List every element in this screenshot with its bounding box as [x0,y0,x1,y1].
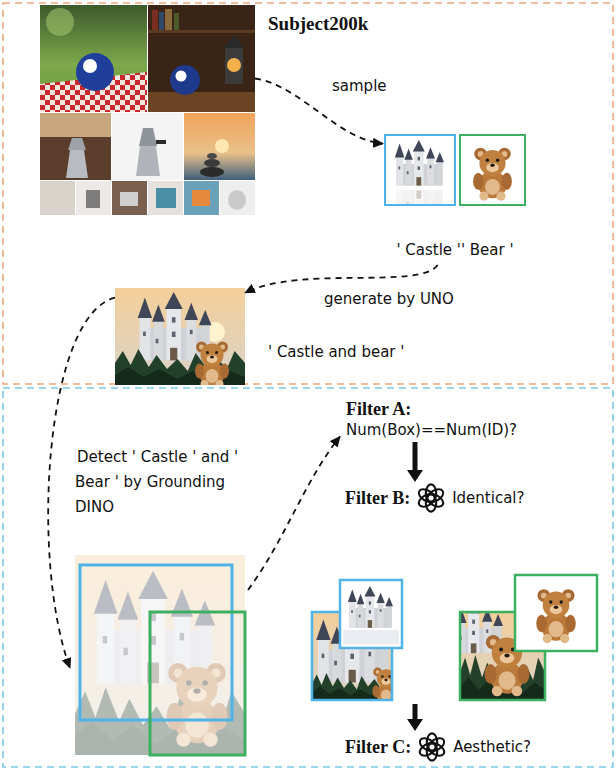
filter-row: Filter B: Identical? [310,482,602,514]
filter-row: Filter C: Aesthetic? [345,731,531,763]
edge-label: generate by UNO [322,289,456,309]
step-title: Filter C: [345,736,411,758]
arrow-shaft [413,442,418,470]
step-title: Filter B: [345,487,410,509]
dataset-grid: Subject200k [40,5,255,215]
step-title: Subject200k [268,13,483,35]
arrow-shaft [413,704,418,719]
arrow-head [407,719,423,731]
step-title: Filter A: [346,398,517,420]
openai-logo [415,482,447,514]
filter-step: Filter B: Identical? [310,482,602,704]
edge-label: sample [330,76,389,96]
filter-step: Filter A:Num(Box)==Num(ID)? [340,396,523,442]
arrow-head [407,470,423,482]
subject-pair: ' Castle '' Bear ' [383,133,527,265]
edge-label-box: generate by UNO [322,289,456,309]
dashed-arrow-segment [248,437,340,591]
edge-label: Detect ' Castle ' and ' Bear ' by Ground… [75,448,238,516]
edge-label-box: sample [330,76,389,96]
openai-logo [416,731,448,763]
text-label: ' Castle and bear ' [268,342,398,362]
text-label: Num(Box)==Num(ID)? [346,420,517,440]
generated-image: ' Castle and bear ' [115,288,245,385]
edge-label-box: Detect ' Castle ' and ' Bear ' by Ground… [75,445,253,520]
flow-arrow [407,442,423,482]
text-label: ' Castle '' Bear ' [383,240,527,260]
flow-arrow [407,704,423,731]
filter-step: Filter C: Aesthetic? [340,731,535,763]
text-label: Identical? [452,488,524,508]
text-label: Aesthetic? [453,737,531,757]
